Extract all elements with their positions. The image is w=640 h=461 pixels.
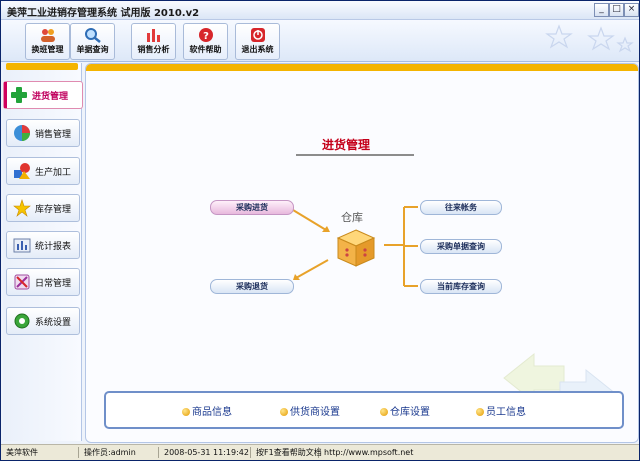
toolbar-label: 单据查询: [76, 45, 109, 54]
sidebar-item-label: 系统设置: [35, 318, 72, 328]
status-operator: 操作员:admin: [81, 447, 159, 458]
bullet-icon: [280, 408, 288, 416]
toolbar-shift-button[interactable]: 换班管理: [25, 23, 70, 60]
title-bar: 美萍工业进销存管理系统 试用版 2010.v2 _ □ ×: [1, 1, 639, 20]
quick-link-staff[interactable]: 员工信息: [476, 403, 526, 418]
stock-query-button[interactable]: 当前库存查询: [420, 279, 502, 294]
toolbar-sales-analysis-button[interactable]: 销售分析: [131, 23, 176, 60]
purchase-docs-query-button[interactable]: 采购单据查询: [420, 239, 502, 254]
users-icon: [40, 29, 55, 42]
sidebar-item-reports[interactable]: 统计报表: [6, 231, 80, 259]
quick-link-goods[interactable]: 商品信息: [182, 403, 232, 418]
star-icon: [13, 199, 31, 217]
purchase-return-button[interactable]: 采购退货: [210, 279, 294, 294]
sidebar-item-inventory[interactable]: 库存管理: [6, 194, 80, 222]
toolbar-label: 软件帮助: [189, 45, 222, 54]
quick-link-label: 商品信息: [192, 407, 232, 418]
sidebar-item-daily[interactable]: 日常管理: [6, 268, 80, 296]
sidebar-nav: 进货管理 销售管理 生产加工 库存管理 统计报表 日常管理 系统设置: [3, 63, 83, 441]
settings-icon: [14, 313, 30, 329]
bar-report-icon: [13, 238, 31, 253]
bullet-icon: [182, 408, 190, 416]
bullet-icon: [476, 408, 484, 416]
status-datetime: 2008-05-31 11:19:42: [161, 447, 251, 458]
status-url: http://www.mpsoft.net: [324, 448, 414, 457]
star-decoration: [545, 24, 634, 53]
toolbar-label: 退出系统: [241, 45, 274, 54]
magnifier-icon: [84, 28, 101, 43]
warehouse-label: 仓库: [341, 211, 363, 224]
quick-link-label: 供货商设置: [290, 407, 340, 418]
toolbar-label: 换班管理: [31, 45, 64, 54]
shapes-icon: [14, 163, 30, 179]
minimize-button[interactable]: _: [594, 3, 609, 17]
sidebar-item-label: 进货管理: [32, 92, 69, 102]
sidebar-item-label: 日常管理: [35, 279, 72, 289]
sidebar-accent-bar: [6, 63, 78, 70]
page-title: 进货管理: [322, 138, 371, 152]
bullet-icon: [380, 408, 388, 416]
window-title: 美萍工业进销存管理系统 试用版 2010.v2: [7, 8, 200, 19]
status-help-hint: 按F1查看帮助文档: [253, 447, 322, 458]
quick-links-bar: 商品信息 供货商设置 仓库设置 员工信息: [104, 391, 624, 429]
status-company: 美萍软件: [3, 447, 79, 458]
restore-button[interactable]: □: [609, 3, 624, 17]
toolbar-documents-button[interactable]: 单据查询: [70, 23, 115, 60]
sidebar-item-purchase[interactable]: 进货管理: [3, 81, 83, 109]
status-bar: 美萍软件 操作员:admin 2008-05-31 11:19:42 按F1查看…: [1, 444, 639, 460]
close-button[interactable]: ×: [624, 3, 639, 17]
sidebar-item-label: 生产加工: [35, 168, 72, 178]
title-underline: [296, 154, 414, 156]
quick-link-label: 仓库设置: [390, 407, 430, 418]
accounts-button[interactable]: 往来帐务: [420, 200, 502, 215]
quick-link-warehouse[interactable]: 仓库设置: [380, 403, 430, 418]
toolbar-exit-button[interactable]: 退出系统: [235, 23, 280, 60]
power-icon: [250, 28, 265, 42]
sidebar-item-label: 统计报表: [35, 242, 72, 252]
purchase-in-button[interactable]: 采购进货: [210, 200, 294, 215]
help-icon: ?: [198, 28, 213, 42]
main-accent-bar: [86, 64, 638, 71]
svg-text:?: ?: [203, 31, 209, 42]
bar-chart-icon: [146, 29, 160, 42]
sidebar-item-sales[interactable]: 销售管理: [6, 119, 80, 147]
toolbar-label: 销售分析: [137, 45, 170, 54]
quick-link-suppliers[interactable]: 供货商设置: [280, 403, 340, 418]
toolbar-help-button[interactable]: ? 软件帮助: [183, 23, 228, 60]
sidebar-item-production[interactable]: 生产加工: [6, 157, 80, 185]
quick-link-label: 员工信息: [486, 407, 526, 418]
main-panel: 进货管理 仓库: [85, 63, 639, 443]
globe-icon: [14, 125, 30, 141]
plus-icon: [11, 87, 27, 103]
toolbar: 换班管理 单据查询 销售分析 ? 软件帮助 退出系统: [1, 20, 639, 62]
sidebar-item-label: 库存管理: [35, 205, 72, 215]
tools-icon: [14, 274, 30, 290]
warehouse-box-icon: [336, 229, 376, 267]
sidebar-item-label: 销售管理: [35, 130, 72, 140]
sidebar-item-settings[interactable]: 系统设置: [6, 307, 80, 335]
